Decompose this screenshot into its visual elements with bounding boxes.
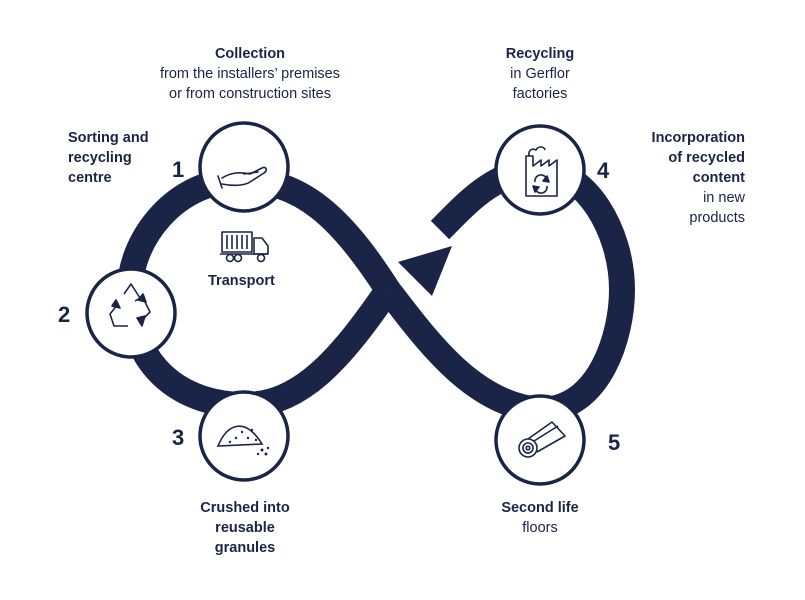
step-2-label: Sorting and recycling centre	[68, 128, 149, 188]
step-5-label: Second life floors	[480, 498, 600, 538]
incorporation-line-3: content	[692, 170, 745, 186]
step-4-title: Recycling	[505, 46, 575, 62]
step-3-circle	[198, 390, 290, 482]
step-1-line-1: from the installers’ premises	[160, 66, 340, 82]
step-4-label: Recycling in Gerflor factories	[480, 44, 600, 104]
step-5-number: 5	[608, 430, 621, 455]
step-5-line-1: floors	[522, 520, 558, 536]
incorporation-line-5: products	[689, 210, 745, 226]
factory-icon	[525, 146, 558, 197]
incorporation-line-4: in new	[703, 190, 745, 206]
floor-roll-icon	[518, 421, 566, 458]
hand-icon	[217, 166, 267, 189]
granules-icon	[216, 425, 270, 456]
transport-label: Transport	[208, 271, 275, 291]
step-5-title: Second life	[501, 500, 579, 516]
step-3-title-line-3: granules	[214, 540, 276, 556]
step-1-title: Collection	[214, 46, 286, 62]
incorporation-label: Incorporation of recycled content in new…	[600, 128, 745, 228]
step-1-label: Collection from the installers’ premises…	[125, 44, 375, 104]
step-3-title-line-2: reusable	[215, 520, 275, 536]
step-1-number: 1	[172, 157, 185, 182]
step-3-label: Crushed into reusable granules	[170, 498, 320, 558]
incorporation-line-1: Incorporation	[651, 130, 745, 146]
infinity-right-loop	[377, 156, 636, 424]
step-4-line-2: factories	[512, 86, 568, 102]
recycle-icon	[109, 283, 151, 327]
step-2-title-line-3: centre	[68, 170, 112, 186]
step-4-circle	[494, 124, 586, 216]
step-2-title-line-2: recycling	[68, 150, 132, 166]
step-4-line-1: in Gerflor	[510, 66, 570, 82]
step-1-line-2: or from construction sites	[169, 86, 331, 102]
transport-text: Transport	[208, 273, 275, 289]
step-2-number: 2	[58, 302, 71, 327]
step-2-title-line-1: Sorting and	[68, 130, 149, 146]
step-5-circle	[494, 394, 586, 486]
step-3-title-line-1: Crushed into	[200, 500, 290, 516]
flow-arrowhead	[398, 246, 452, 296]
incorporation-line-2: of recycled	[668, 150, 745, 166]
step-2-circle	[85, 267, 177, 359]
step-1-circle	[198, 121, 290, 213]
step-3-number: 3	[172, 425, 185, 450]
step-4-number: 4	[597, 158, 610, 183]
truck-icon	[220, 231, 269, 263]
